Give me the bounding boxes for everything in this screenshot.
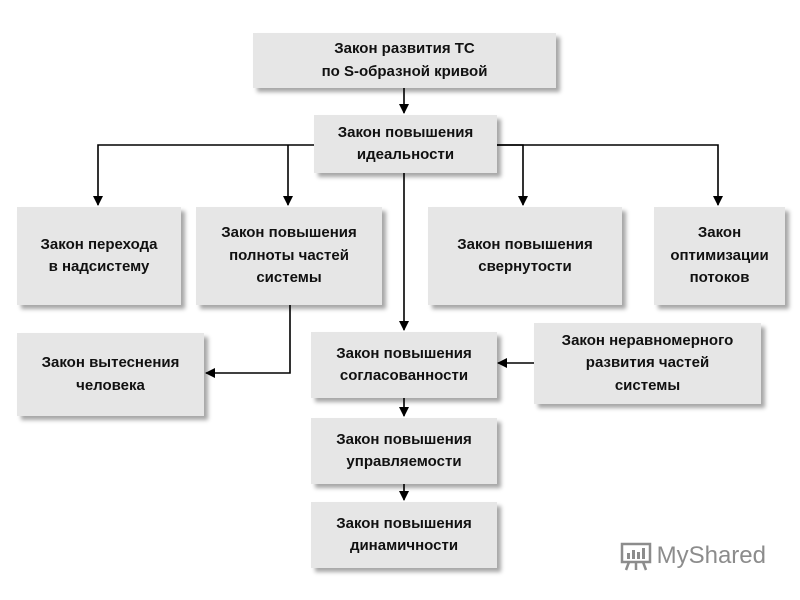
node-uneven-development-law: Закон неравномерного развития частей сис…: [534, 323, 761, 404]
node-supersystem-law: Закон перехода в надсистему: [17, 207, 181, 305]
edge-completeness-displacement: [205, 305, 291, 378]
edge-ideality-supersystem: [93, 144, 314, 206]
watermark-text: MyShared: [656, 542, 766, 569]
node-controllability-law: Закон повышения управляемости: [311, 418, 497, 484]
node-s-curve-law: Закон развития ТС по S-образной кривой: [253, 33, 556, 88]
node-ideality-law: Закон повышения идеальности: [314, 115, 497, 173]
edge-ideality-convolution: [497, 144, 528, 206]
node-flows-law: Закон оптимизации потоков: [654, 207, 785, 305]
presentation-board-icon: [620, 542, 651, 571]
node-coordination-law: Закон повышения согласованности: [311, 332, 497, 398]
node-dynamism-law: Закон повышения динамичности: [311, 502, 497, 568]
myshared-watermark: MyShared: [619, 540, 766, 572]
edge-ideality-flows: [497, 144, 723, 206]
node-completeness-law: Закон повышения полноты частей системы: [196, 207, 382, 305]
node-displacement-law: Закон вытеснения человека: [17, 333, 204, 416]
node-convolution-law: Закон повышения свернутости: [428, 207, 622, 305]
